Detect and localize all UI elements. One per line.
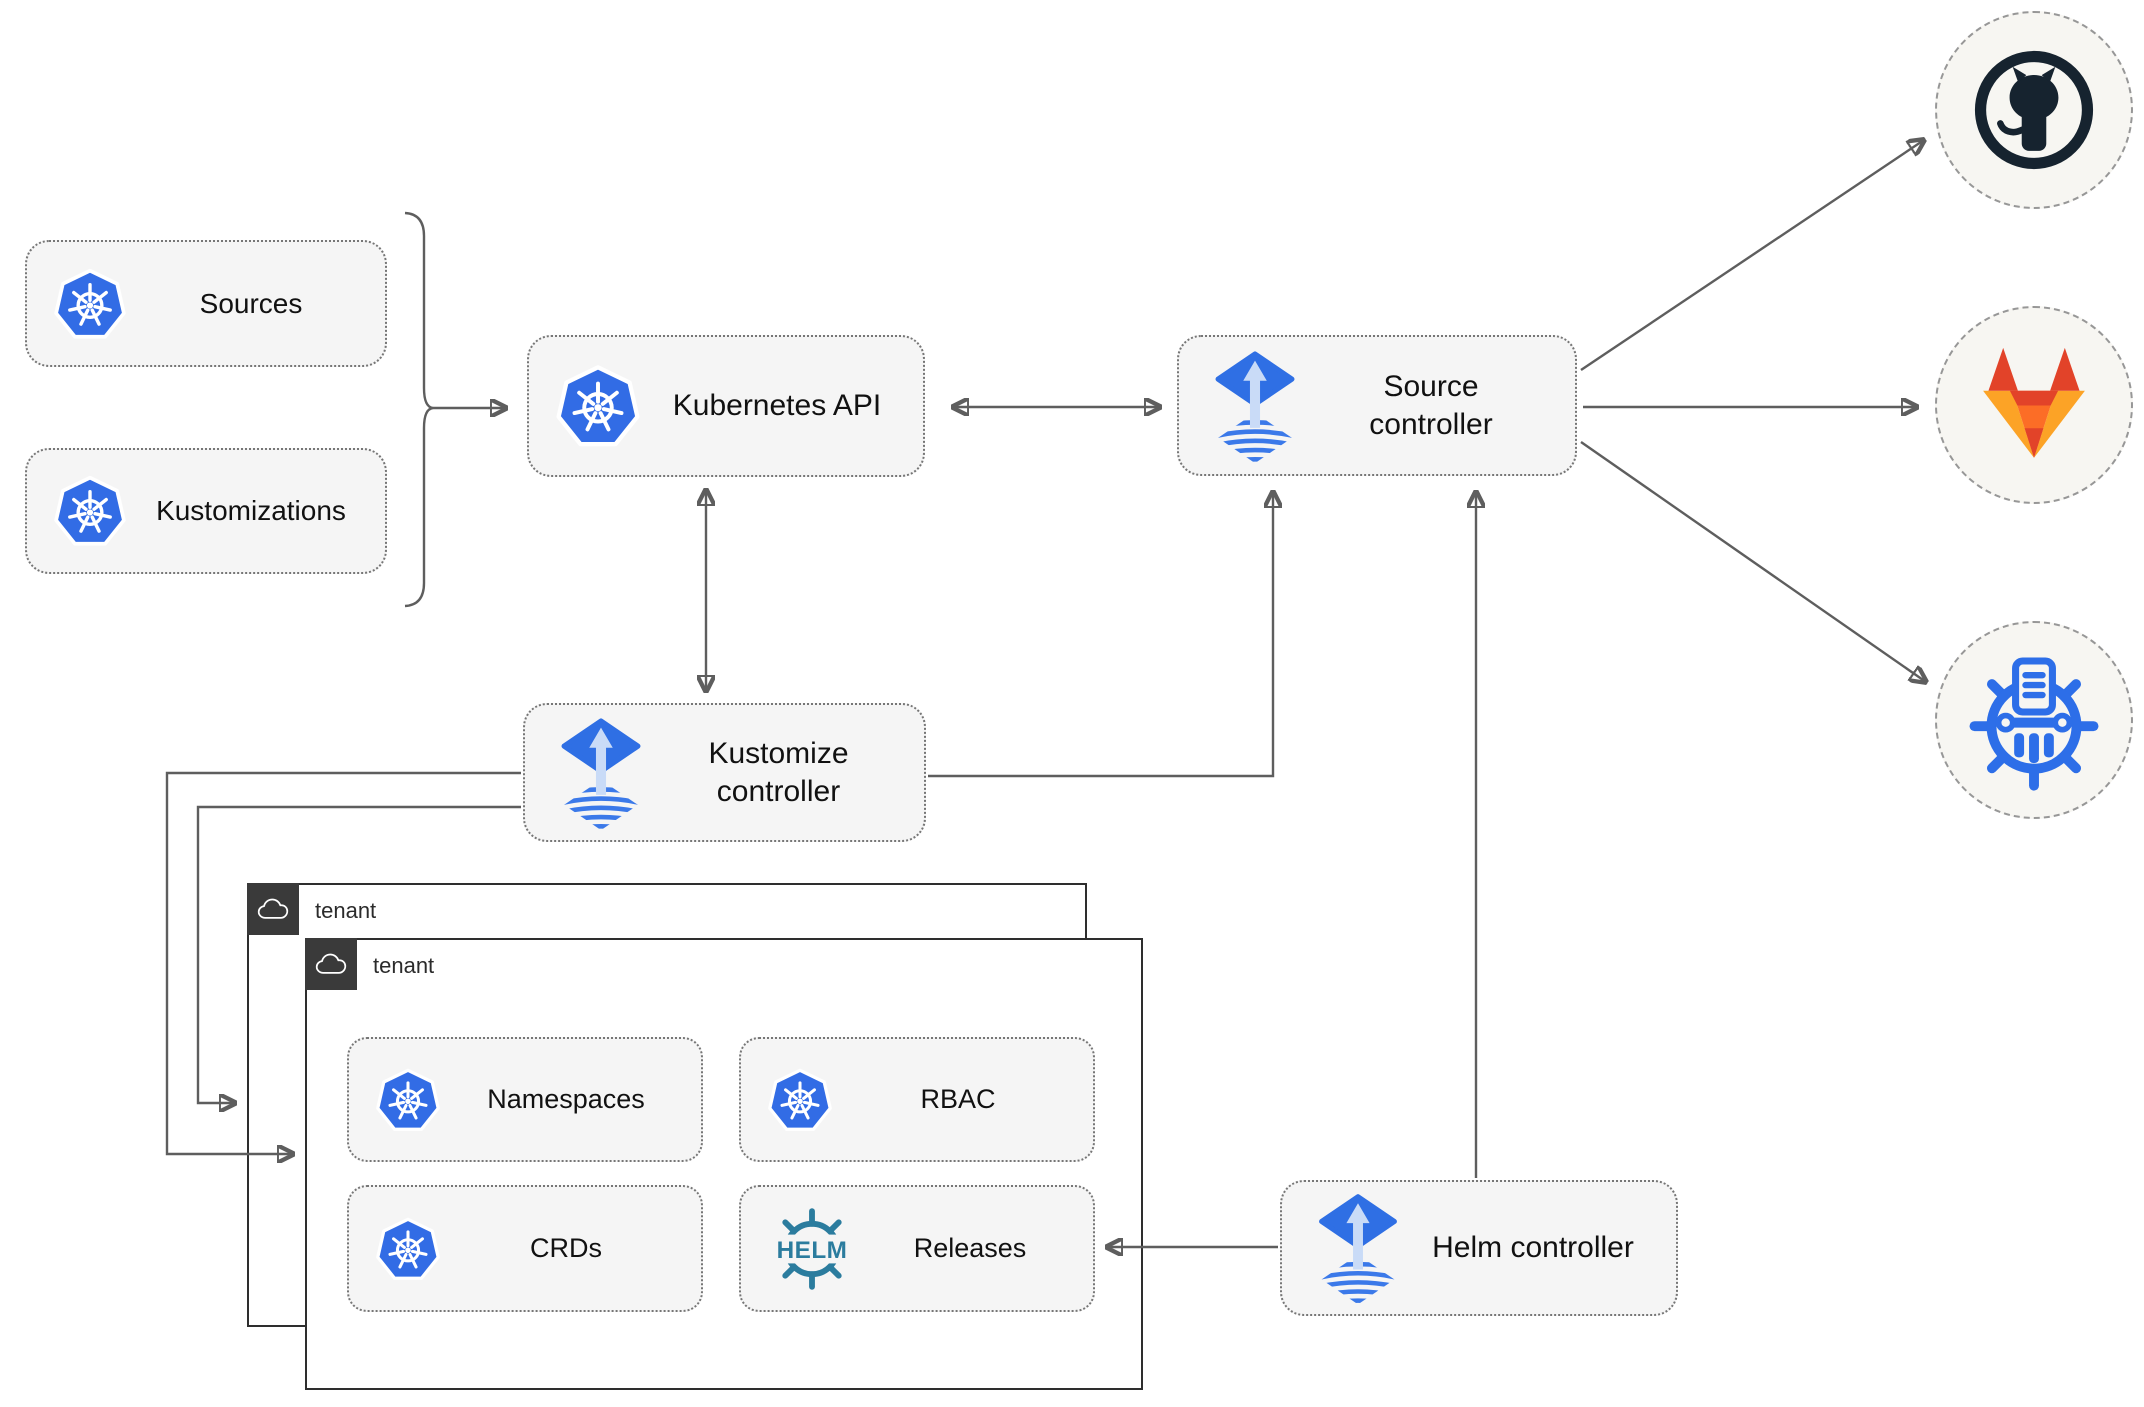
kubernetes-icon (555, 363, 641, 449)
crds-label: CRDs (530, 1233, 602, 1263)
releases-node: HELM Releases (739, 1185, 1095, 1312)
sources-label: Sources (199, 287, 303, 319)
cloud-icon (314, 952, 348, 976)
kubernetes-icon (767, 1067, 833, 1133)
tenant-header (305, 938, 357, 990)
helm-logo-text: HELM (777, 1237, 848, 1264)
chart-repository-target (1935, 621, 2133, 819)
kubernetes-icon (53, 267, 127, 341)
kubernetes-icon (53, 474, 127, 548)
tenant-group-front: tenant Namespaces RBAC CRDs (305, 938, 1143, 1390)
kubernetes-api-node: Kubernetes API (527, 335, 925, 477)
source-controller-node: Source controller (1177, 335, 1577, 476)
kubernetes-api-label: Kubernetes API (672, 389, 882, 422)
rbac-label: RBAC (920, 1084, 996, 1114)
source-controller-label: Source controller (1369, 370, 1493, 441)
helm-controller-node: Helm controller (1280, 1180, 1678, 1316)
kustomizations-node: Kustomizations (25, 448, 387, 574)
git-repository-gitlab-target (1935, 306, 2133, 504)
sources-node: Sources (25, 240, 387, 367)
kustomize-controller-label: Kustomize controller (708, 737, 849, 808)
crds-node: CRDs (347, 1185, 703, 1312)
flux-icon (1316, 1190, 1400, 1306)
tenant-header (247, 883, 299, 935)
namespaces-node: Namespaces (347, 1037, 703, 1162)
edge-source-to-github (1580, 140, 1924, 371)
chartmuseum-icon (1969, 656, 2099, 791)
kustomizations-label: Kustomizations (156, 495, 346, 526)
git-repository-github-target (1935, 11, 2133, 209)
helm-controller-label: Helm controller (1432, 1231, 1634, 1265)
group-bracket (404, 211, 434, 608)
cloud-icon (256, 897, 290, 921)
github-icon (1974, 50, 2094, 170)
tenant-label: tenant (315, 898, 377, 923)
tenant-label: tenant (373, 953, 435, 978)
gitlab-icon (1983, 347, 2085, 458)
flux-icon (1213, 347, 1297, 465)
kubernetes-icon (375, 1067, 441, 1133)
kubernetes-icon (375, 1216, 441, 1282)
rbac-node: RBAC (739, 1037, 1095, 1162)
edge-kustomize-to-source-controller (928, 492, 1273, 778)
helm-icon: HELM (768, 1207, 856, 1290)
kustomize-controller-node: Kustomize controller (523, 703, 926, 842)
flux-icon (559, 714, 643, 832)
namespaces-label: Namespaces (487, 1084, 645, 1114)
edge-source-to-chartmuseum (1580, 441, 1926, 682)
releases-label: Releases (913, 1233, 1027, 1263)
